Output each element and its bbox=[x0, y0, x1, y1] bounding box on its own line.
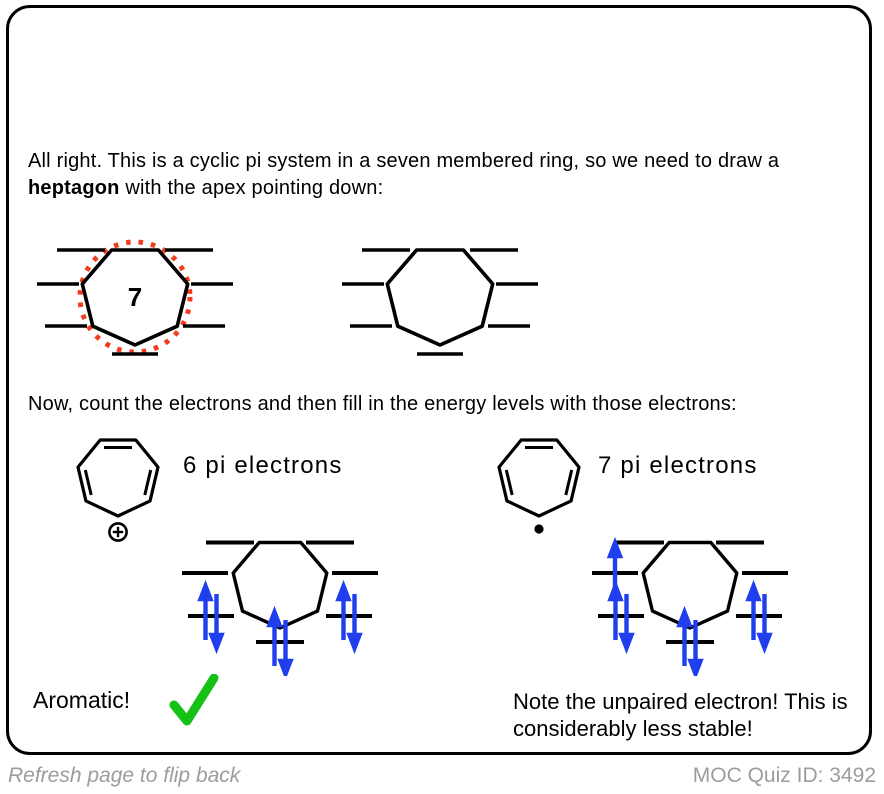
aromatic-result-label: Aromatic! bbox=[33, 687, 131, 713]
energy-level-lines bbox=[342, 248, 538, 356]
heptagon-outline bbox=[231, 540, 329, 630]
intro-bold-heptagon: heptagon bbox=[28, 177, 120, 199]
tropylium-radical-structure bbox=[497, 438, 581, 534]
ring-outline bbox=[76, 438, 160, 518]
intro-text-2: with the apex pointing down: bbox=[119, 177, 384, 199]
unpaired-electron-note: Note the unpaired electron! This is cons… bbox=[513, 689, 848, 741]
left-electron-count-label: 6 pi electrons bbox=[183, 452, 343, 479]
double-bond-lines bbox=[83, 446, 153, 496]
frost-heptagon-plain-diagram bbox=[342, 248, 538, 356]
paired-electron-arrows bbox=[197, 579, 363, 676]
heptagon-outline bbox=[385, 248, 495, 347]
intro-paragraph: All right. This is a cyclic pi system in… bbox=[28, 148, 834, 202]
green-checkmark-icon bbox=[169, 674, 219, 726]
energy-level-lines bbox=[37, 248, 233, 356]
quiz-card bbox=[6, 5, 872, 755]
ring-outline bbox=[497, 438, 581, 518]
radical-dot-icon bbox=[534, 524, 544, 534]
heptagon-outline bbox=[80, 248, 190, 347]
plus-charge-icon bbox=[108, 522, 128, 542]
intro-text-1: All right. This is a cyclic pi system in… bbox=[28, 150, 780, 172]
energy-level-lines bbox=[592, 540, 788, 644]
right-electron-count-label: 7 pi electrons bbox=[598, 452, 758, 479]
red-dotted-circle bbox=[77, 239, 193, 355]
frost-heptagon-circled-diagram: 7 bbox=[37, 239, 233, 356]
footer-flip-hint: Refresh page to flip back bbox=[8, 764, 241, 787]
energy-diagram-7-electrons bbox=[592, 536, 788, 676]
energy-diagram-6-electrons bbox=[182, 540, 378, 676]
footer-quiz-id: MOC Quiz ID: 3492 bbox=[692, 764, 876, 787]
double-bond-lines bbox=[504, 446, 574, 496]
heptagon-outline bbox=[641, 540, 739, 630]
instruction-paragraph: Now, count the electrons and then fill i… bbox=[28, 393, 737, 415]
heptagon-center-label: 7 bbox=[128, 282, 142, 312]
paired-electron-arrows bbox=[607, 579, 773, 676]
tropylium-cation-structure bbox=[76, 438, 160, 542]
energy-level-lines bbox=[182, 540, 378, 644]
